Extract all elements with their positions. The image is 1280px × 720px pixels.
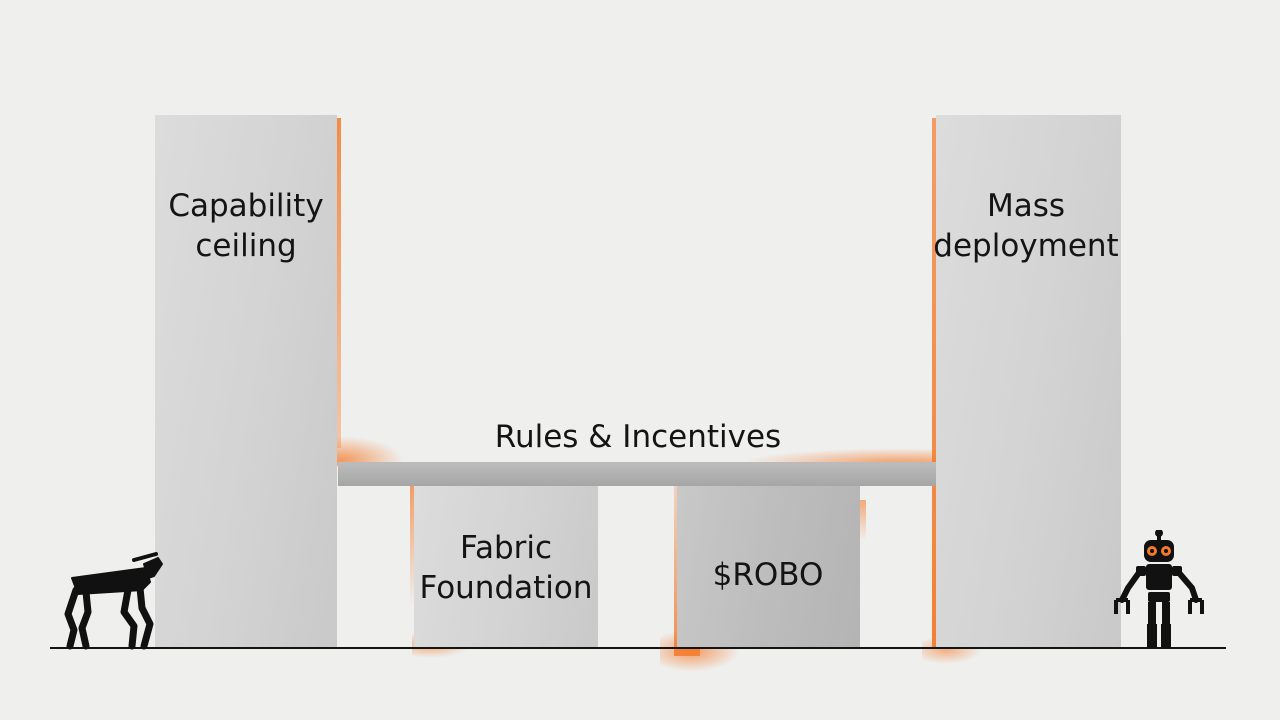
rules-incentives-beam	[338, 462, 936, 486]
fabric-foundation-line-2: Foundation	[419, 570, 593, 606]
capability-ceiling-line-2: ceiling	[195, 228, 297, 264]
humanoid-robot-icon	[1114, 530, 1204, 648]
fabric-foundation-block	[414, 486, 598, 648]
robo-token-block	[677, 486, 860, 648]
robo-token-label: $ROBO	[712, 557, 824, 593]
mass-deployment-line-1: Mass	[986, 188, 1066, 224]
mass-deployment-label: Mass deployment	[926, 186, 1126, 266]
capability-ceiling-pillar	[155, 115, 337, 648]
rules-incentives-label: Rules & Incentives	[494, 419, 782, 455]
fabric-foundation-line-1: Fabric	[459, 530, 553, 566]
mass-deployment-line-2: deployment	[933, 228, 1119, 264]
capability-ceiling-line-1: Capability	[168, 188, 324, 224]
robot-dog-icon	[64, 552, 163, 650]
capability-ceiling-label: Capability ceiling	[150, 186, 342, 266]
mass-deployment-pillar	[936, 115, 1121, 648]
fabric-foundation-label: Fabric Foundation	[406, 528, 606, 608]
ground-line	[50, 647, 1226, 649]
